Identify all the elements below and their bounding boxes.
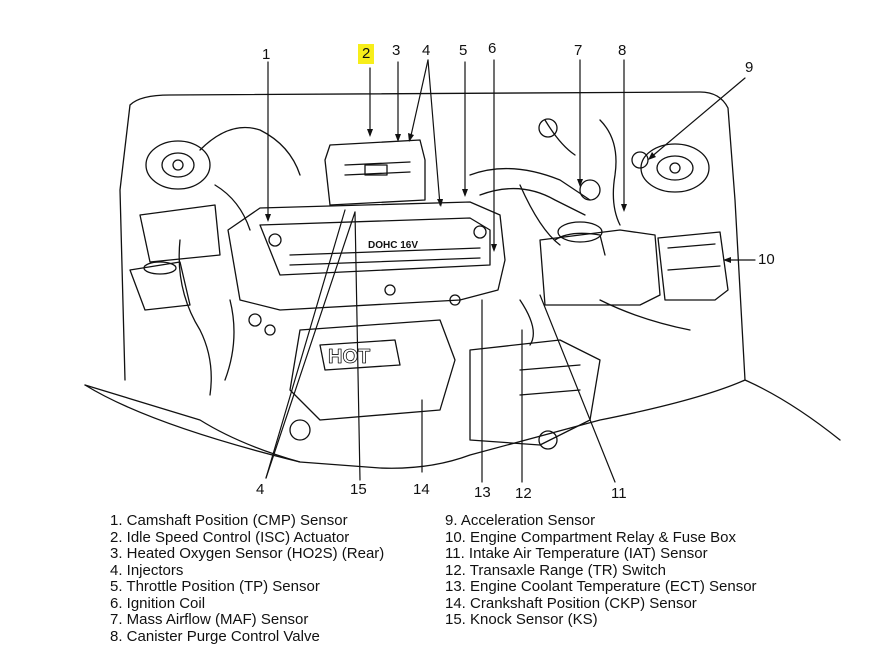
relay-fuse-box [657,231,729,301]
legend-right: 9. Acceleration Sensor 10. Engine Compar… [445,512,757,629]
legend-item: 13. Engine Coolant Temperature (ECT) Sen… [445,578,757,595]
hood-outline [84,91,746,469]
callout-4-bottom: 4 [256,481,265,498]
legend-item: 2. Idle Speed Control (ISC) Actuator [110,528,350,546]
callout-10: 10 [758,251,775,268]
engine-cover-label: DOHC 16V [368,240,418,251]
intake-duct [469,167,591,216]
legend-item: 12. Transaxle Range (TR) Switch [445,561,666,579]
left-strut-tower [145,140,211,190]
callout-14: 14 [413,481,430,498]
legend-item: 15. Knock Sensor (KS) [445,611,598,628]
legend-item: 1. Camshaft Position (CMP) Sensor [110,512,348,529]
callout-15: 15 [350,481,367,498]
callout-13: 13 [474,484,491,501]
callout-4-top: 4 [422,42,431,59]
callout-3: 3 [392,42,401,59]
engine-compartment-diagram: DOHC 16V HOT [84,59,841,483]
valve-cover [227,201,506,336]
callout-7: 7 [574,42,583,59]
legend-item: 3. Heated Oxygen Sensor (HO2S) (Rear) [110,545,385,562]
callout-6: 6 [488,40,497,57]
callout-9: 9 [745,59,754,76]
legend-item: 8. Canister Purge Control Valve [110,627,320,645]
legend-item: 7. Mass Airflow (MAF) Sensor [110,611,309,628]
legend-left: 1. Camshaft Position (CMP) Sensor 2. Idl… [110,512,385,645]
intake-box [324,139,426,206]
coolant-reservoir [129,261,191,311]
callout-1: 1 [262,46,271,63]
legend-item: 11. Intake Air Temperature (IAT) Sensor [445,545,708,562]
leader-lines [265,59,756,483]
legend-item: 6. Ignition Coil [110,594,206,612]
callout-11: 11 [611,485,627,502]
legend-item: 14. Crankshaft Position (CKP) Sensor [445,594,697,612]
callout-8: 8 [618,42,627,59]
callout-12: 12 [515,485,532,502]
air-cleaner-box [539,221,661,306]
wiring-harness [199,119,621,231]
oil-fill-area [289,319,456,421]
transaxle [469,339,601,446]
right-strut-tower [640,143,710,193]
legend-item: 10. Engine Compartment Relay & Fuse Box [445,528,736,546]
callout-5: 5 [459,42,468,59]
washer-reservoir [139,204,221,263]
legend-item: 9. Acceleration Sensor [445,512,596,529]
oil-cap-label: HOT [328,346,370,368]
callout-2-highlighted: 2 [358,44,375,64]
legend-item: 5. Throttle Position (TP) Sensor [110,578,320,595]
legend-item: 4. Injectors [110,561,184,579]
